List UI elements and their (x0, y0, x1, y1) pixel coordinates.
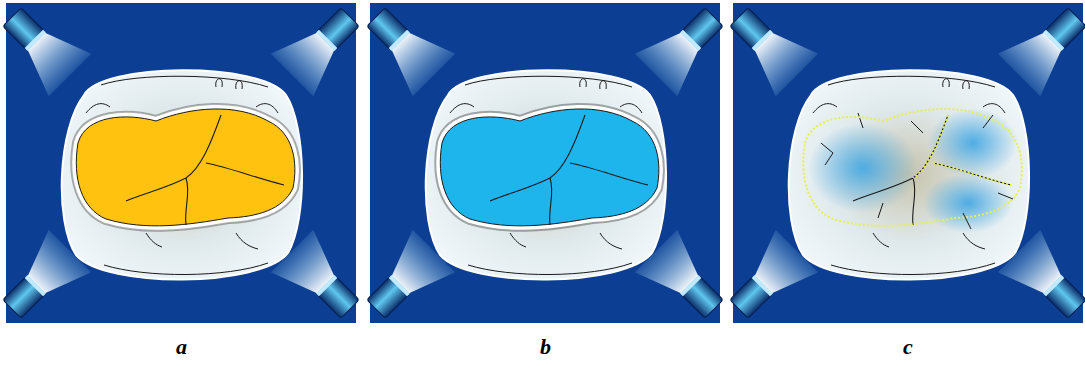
panel-letter: c (903, 334, 913, 360)
panel-letter: b (540, 334, 551, 360)
panel-letter: a (176, 334, 187, 360)
